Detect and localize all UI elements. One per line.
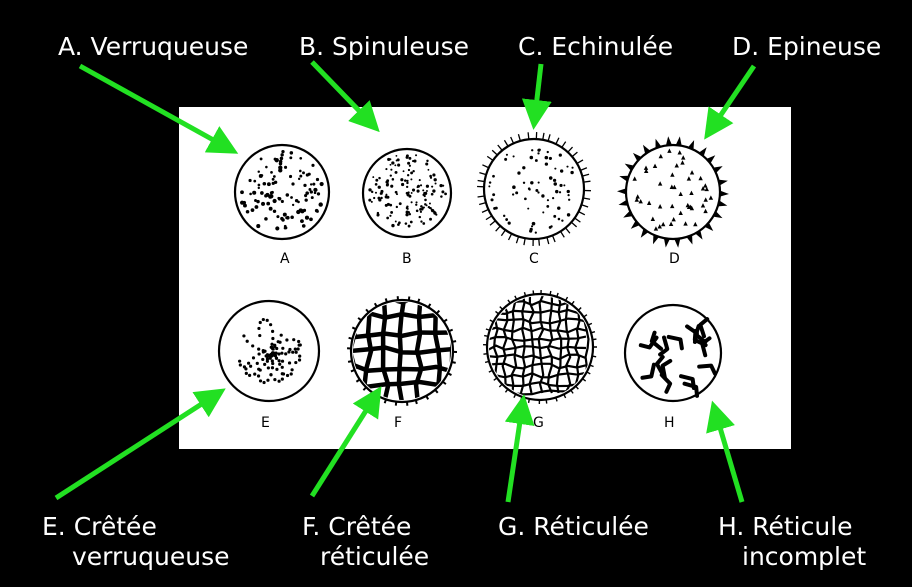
letter-e: E xyxy=(261,415,270,431)
letter-a: A xyxy=(280,251,290,267)
pollen-grain-b xyxy=(363,149,451,237)
pollen-grain-e xyxy=(219,301,319,401)
letter-g: G xyxy=(533,415,544,431)
label-cretee-reticulee: F. Crêtée réticulée xyxy=(302,512,429,572)
figure-panel: A B C D E F G H xyxy=(179,107,791,449)
label-cretee-verruqueuse: E. Crêtée verruqueuse xyxy=(42,512,229,572)
pollen-figure: A B C D E F G H xyxy=(179,107,791,449)
label-cretee-reticulee-line1: F. Crêtée xyxy=(302,512,429,542)
letter-b: B xyxy=(402,251,412,267)
label-spinuleuse-text: B. Spinuleuse xyxy=(299,32,469,62)
label-epineuse: D. Epineuse xyxy=(732,32,881,62)
label-verruqueuse-text: A. Verruqueuse xyxy=(58,32,248,62)
letter-f: F xyxy=(394,415,402,431)
pollen-grain-c xyxy=(477,132,591,246)
label-reticule-incomplet-line1: H. Réticule xyxy=(718,512,866,542)
pollen-grain-d xyxy=(617,136,729,248)
label-cretee-verruqueuse-line1: E. Crêtée xyxy=(42,512,229,542)
label-reticule-incomplet-line2: incomplet xyxy=(718,542,866,572)
label-cretee-reticulee-line2: réticulée xyxy=(302,542,429,572)
label-spinuleuse: B. Spinuleuse xyxy=(299,32,469,62)
pollen-grain-g xyxy=(483,290,597,404)
label-epineuse-text: D. Epineuse xyxy=(732,32,881,62)
label-reticule-incomplet: H. Réticule incomplet xyxy=(718,512,866,572)
pollen-grain-f xyxy=(347,296,457,406)
label-verruqueuse: A. Verruqueuse xyxy=(58,32,248,62)
pollen-grain-h xyxy=(625,305,721,401)
letter-c: C xyxy=(529,251,539,267)
label-echinulee-text: C. Echinulée xyxy=(518,32,673,62)
letter-d: D xyxy=(669,251,680,267)
label-reticulee-text: G. Réticulée xyxy=(498,512,649,542)
letter-h: H xyxy=(664,415,675,431)
label-echinulee: C. Echinulée xyxy=(518,32,673,62)
label-reticulee: G. Réticulée xyxy=(498,512,649,542)
pollen-grain-a xyxy=(235,145,329,239)
label-cretee-verruqueuse-line2: verruqueuse xyxy=(42,542,229,572)
